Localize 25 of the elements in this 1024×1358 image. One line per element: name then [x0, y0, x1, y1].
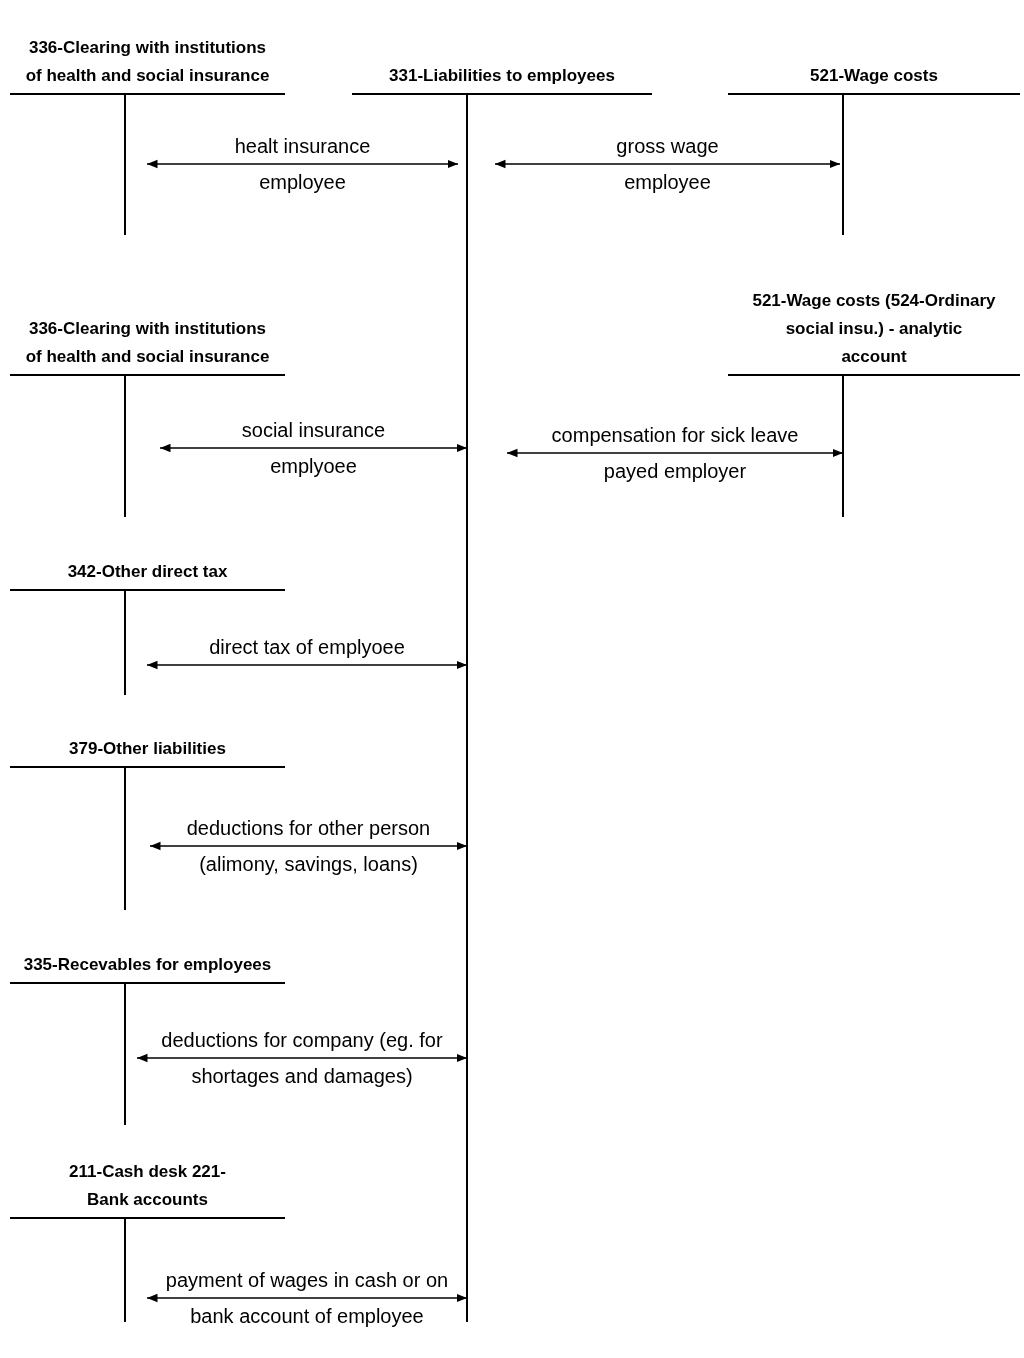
- account-title: 211-Cash desk 221-Bank accounts: [68, 1161, 227, 1211]
- double-arrow: [159, 443, 468, 453]
- edge-label: direct tax of emplyoee: [208, 635, 406, 660]
- edge-label: gross wage employee: [615, 134, 720, 195]
- double-arrow: [146, 159, 459, 169]
- double-arrow: [506, 448, 844, 458]
- double-arrow: [494, 159, 841, 169]
- edge-label: healt insurance employee: [233, 134, 372, 195]
- double-arrow: [149, 841, 468, 851]
- account-title: 521-Wage costs: [810, 65, 938, 87]
- account-title: 379-Other liabilities: [69, 738, 226, 760]
- account-title: 521-Wage costs (524-Ordinary social insu.) - analytic account: [751, 290, 997, 368]
- double-arrow: [146, 660, 468, 670]
- edge-label: social insurance emplyoee: [240, 418, 387, 479]
- edge-label: deductions for company (eg. for shortages and damages): [160, 1028, 444, 1089]
- account-title: 335-Recevables for employees: [23, 954, 272, 976]
- edge-label: deductions for other person (alimony, savings, loans): [185, 816, 432, 877]
- edge-label: payment of wages in cash or on bank account of employee: [164, 1268, 450, 1329]
- double-arrow: [136, 1053, 468, 1063]
- edge-label: compensation for sick leave payed employer: [550, 423, 800, 484]
- account-title: 336-Clearing with institutions of health and social insurance: [25, 37, 270, 87]
- account-title: 331-Liabilities to employees: [389, 65, 615, 87]
- account-title: 336-Clearing with institutions of health and social insurance: [25, 318, 270, 368]
- double-arrow: [146, 1293, 468, 1303]
- account-title: 342-Other direct tax: [67, 561, 228, 583]
